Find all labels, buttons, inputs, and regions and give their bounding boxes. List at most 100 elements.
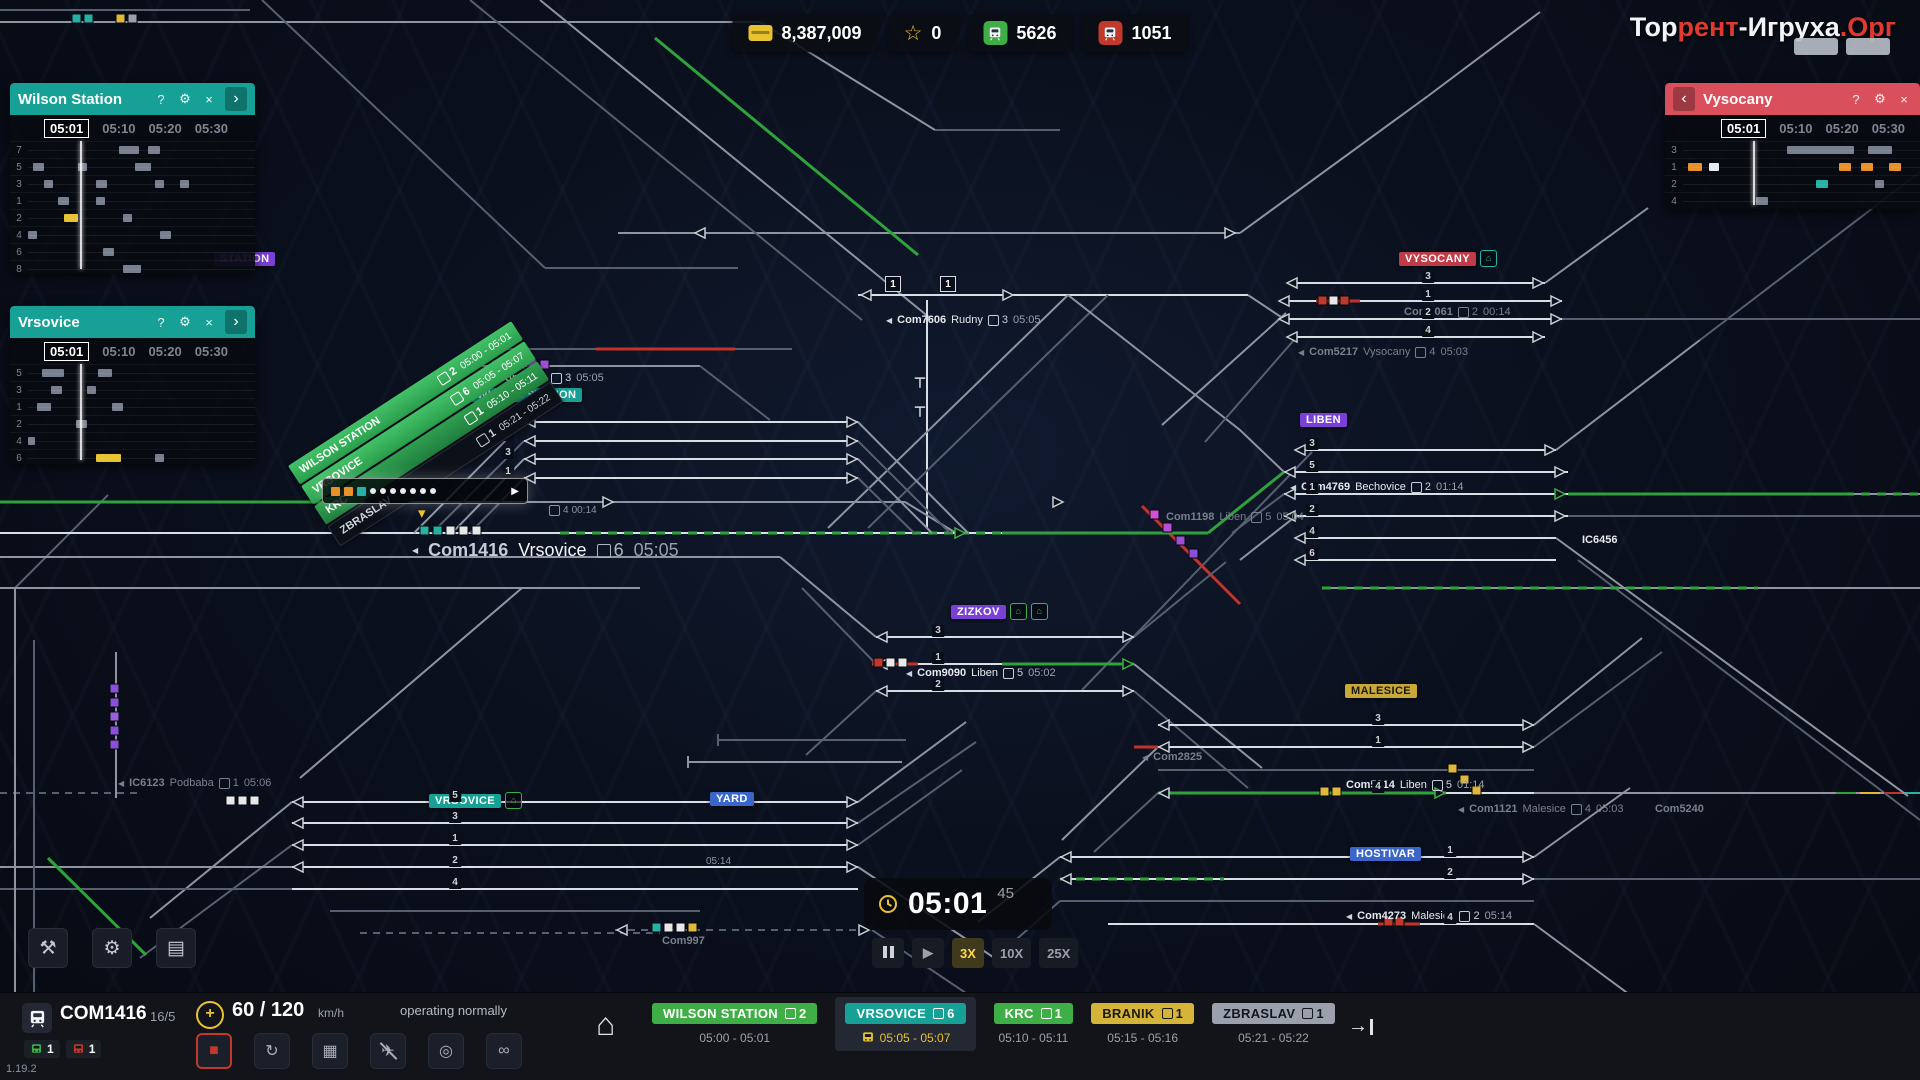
signal-icon[interactable] — [858, 923, 871, 937]
signal-icon[interactable] — [1293, 553, 1306, 567]
train-car[interactable] — [1447, 763, 1458, 774]
track-segment[interactable] — [1081, 451, 1313, 691]
stop-zbraslav[interactable]: Zbraslav105:21 - 05:22 — [1212, 1003, 1335, 1045]
track-segment[interactable] — [539, 0, 931, 319]
train-car[interactable] — [1471, 785, 1482, 796]
track-segment[interactable] — [1427, 11, 1541, 97]
track-segment[interactable] — [1061, 746, 1159, 841]
train-car[interactable] — [71, 13, 82, 24]
track-segment[interactable] — [149, 801, 293, 919]
train-count-badge[interactable]: 1 — [65, 1040, 102, 1058]
train-car[interactable] — [127, 13, 138, 24]
train-car[interactable] — [687, 922, 698, 933]
signal-icon[interactable] — [1285, 276, 1298, 290]
train-car[interactable] — [109, 739, 120, 750]
track-segment[interactable] — [1093, 792, 1159, 853]
refresh-button[interactable]: ↻ — [254, 1033, 290, 1069]
signal-icon[interactable] — [1224, 226, 1237, 240]
track-segment[interactable] — [1533, 637, 1643, 726]
signal-icon[interactable] — [523, 471, 536, 485]
signal-icon[interactable] — [291, 816, 304, 830]
depot-icon[interactable]: ⌂ — [505, 792, 523, 809]
signal-icon[interactable] — [875, 630, 888, 644]
train-car[interactable] — [1339, 295, 1350, 306]
stop-wilson-station[interactable]: Wilson Station205:00 - 05:01 — [652, 1003, 818, 1045]
signal-icon[interactable] — [846, 452, 859, 466]
track-segment[interactable] — [1161, 312, 1287, 426]
signal-icon[interactable] — [1554, 465, 1567, 479]
train-car[interactable] — [1459, 774, 1470, 785]
signal-icon[interactable] — [859, 288, 872, 302]
train-car[interactable] — [432, 525, 443, 536]
signal-icon[interactable] — [846, 838, 859, 852]
speed-10x-button[interactable]: 10X — [992, 938, 1032, 968]
gear-icon[interactable]: ⚙ — [1874, 91, 1886, 106]
signal-icon[interactable] — [954, 526, 967, 540]
track-segment[interactable] — [1133, 663, 1263, 769]
train-car[interactable] — [873, 657, 884, 668]
train-label[interactable]: Com997 — [662, 935, 705, 947]
track-segment[interactable] — [857, 440, 951, 534]
signal-icon[interactable] — [1157, 718, 1170, 732]
signal-icon[interactable] — [1122, 657, 1135, 671]
signal-icon[interactable] — [846, 434, 859, 448]
station-label-liben[interactable]: LIBEN — [1300, 413, 1347, 427]
signal-icon[interactable] — [846, 415, 859, 429]
signal-icon[interactable] — [1522, 872, 1535, 886]
signal-icon[interactable] — [1002, 288, 1015, 302]
close-icon[interactable]: × — [205, 314, 213, 330]
train-car[interactable] — [419, 525, 430, 536]
train-label[interactable]: IC6456 — [1582, 534, 1617, 546]
timetable-row[interactable]: 4 — [10, 432, 255, 449]
signal-icon[interactable] — [1283, 487, 1296, 501]
track-segment[interactable] — [867, 294, 1109, 529]
track-segment[interactable] — [1204, 339, 1295, 443]
signal-icon[interactable] — [1544, 443, 1557, 457]
track-segment[interactable] — [14, 494, 109, 589]
train-car[interactable] — [1319, 786, 1330, 797]
station-label-vysocany[interactable]: VYSOCANY⌂ — [1399, 250, 1497, 267]
train-car[interactable] — [1394, 916, 1405, 927]
junction-number-tag[interactable]: 1 — [940, 276, 956, 292]
panel-header[interactable]: Wilson Station ? ⚙ × › — [10, 83, 255, 115]
speed-3x-button[interactable]: 3X — [952, 938, 984, 968]
track-segment[interactable] — [805, 690, 877, 756]
train-car[interactable] — [115, 13, 126, 24]
signal-icon[interactable] — [1522, 740, 1535, 754]
stop-krc[interactable]: Krc105:10 - 05:11 — [993, 1003, 1074, 1045]
train-car[interactable] — [109, 711, 120, 722]
signal-icon[interactable] — [693, 226, 706, 240]
play-button[interactable]: ▶ — [912, 938, 944, 968]
signal-icon[interactable] — [1532, 276, 1545, 290]
train-car[interactable] — [445, 525, 456, 536]
selected-train-strip[interactable]: ▶ — [322, 478, 528, 504]
signal-icon[interactable] — [846, 860, 859, 874]
signal-icon[interactable] — [523, 452, 536, 466]
signal-icon[interactable] — [846, 795, 859, 809]
signal-icon[interactable] — [1052, 495, 1065, 509]
signal-icon[interactable] — [1522, 850, 1535, 864]
timetable-row[interactable]: 7 — [10, 141, 255, 158]
track-segment[interactable] — [469, 0, 863, 321]
speed-25x-button[interactable]: 25X — [1039, 938, 1079, 968]
station-label-vrsovice[interactable]: VRSOVICE⌂ — [429, 792, 523, 809]
signal-icon[interactable] — [1277, 294, 1290, 308]
gear-icon[interactable]: ⚙ — [179, 314, 191, 329]
signal-icon[interactable] — [615, 923, 628, 937]
help-icon[interactable]: ? — [1852, 91, 1860, 107]
train-car[interactable] — [1175, 535, 1186, 546]
help-icon[interactable]: ? — [157, 314, 165, 330]
track-segment[interactable] — [1533, 651, 1663, 748]
reputation-indicator[interactable]: ☆ 0 — [887, 14, 958, 52]
timetable-row[interactable]: 6 — [10, 243, 255, 260]
signal-icon[interactable] — [291, 860, 304, 874]
